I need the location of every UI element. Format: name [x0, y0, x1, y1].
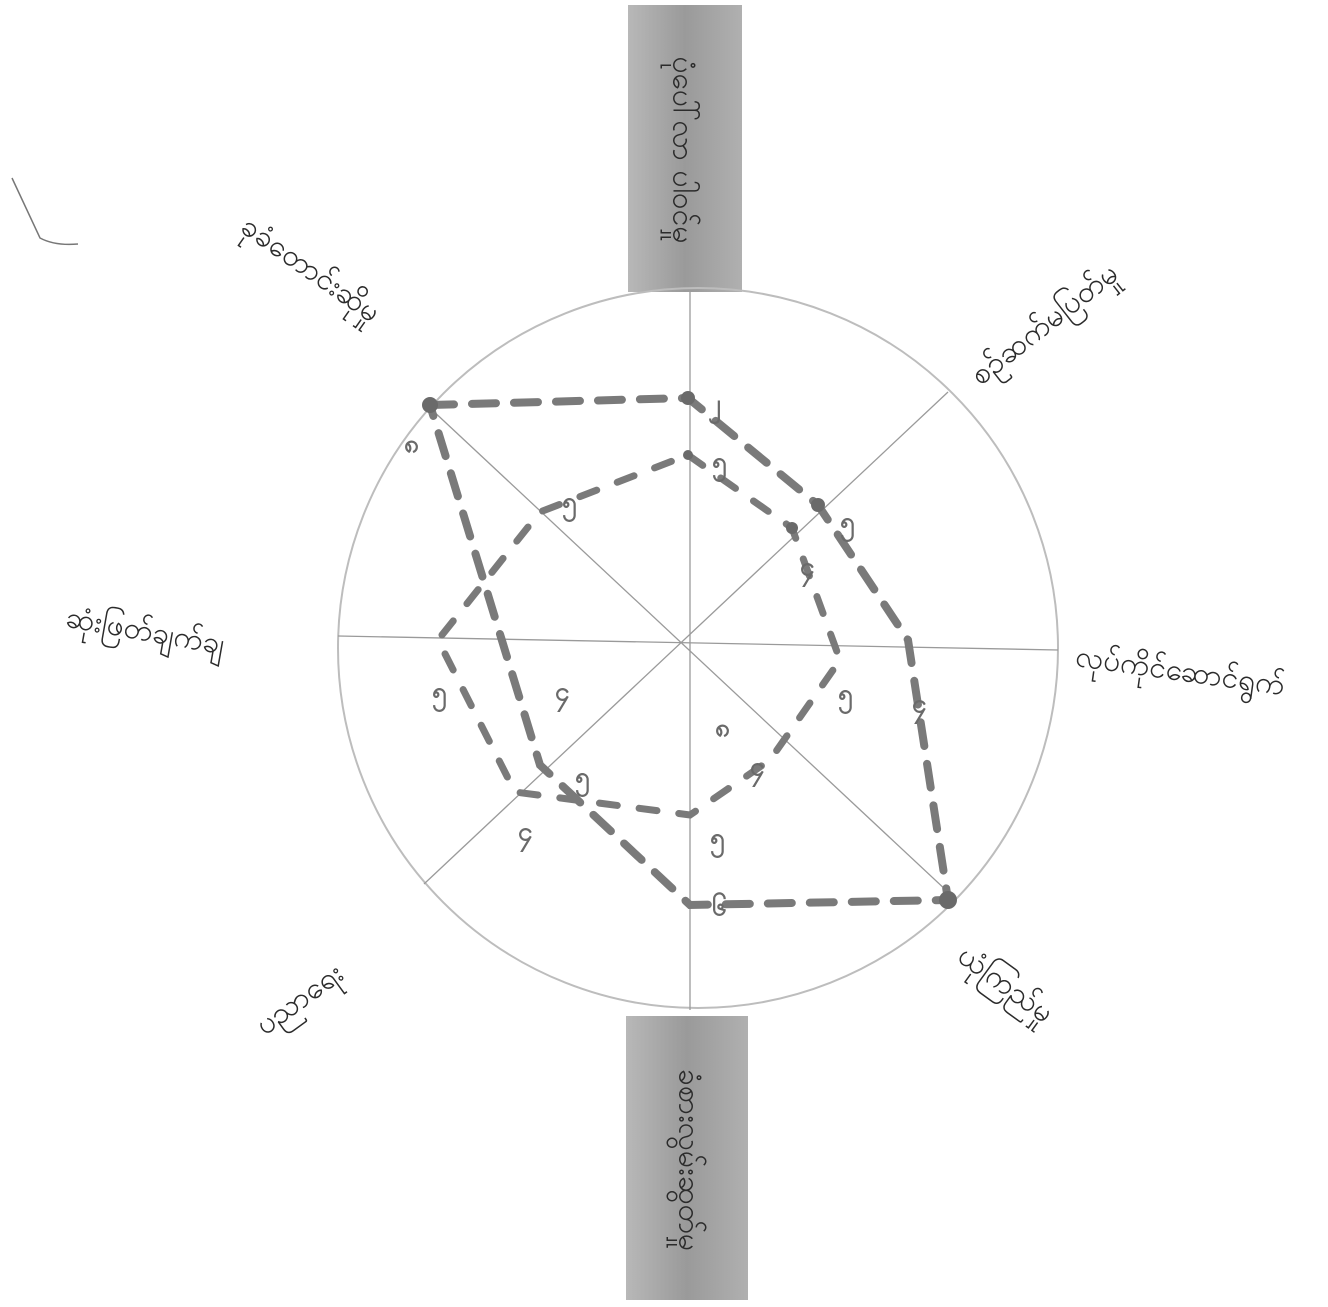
- vertex-marker: [681, 391, 695, 405]
- vertex-marker: [786, 522, 798, 534]
- top-band-label: ပုံပေါ်လာ ပါဝင်မှု: [660, 57, 702, 244]
- outer-point-label: ၈: [404, 429, 419, 459]
- inner-point-label: ၅: [838, 679, 853, 715]
- vertex-marker: [939, 891, 957, 909]
- bottom-band-label: ခံစားလွမ်းဆွတ်မှု: [666, 1069, 707, 1251]
- outer-point-label: ၄: [518, 817, 533, 853]
- axis-label-se: ယုံကြည်မှု: [947, 936, 1061, 1035]
- vertex-marker: [811, 498, 825, 512]
- axis-label-ne: စဉ်ဆက်မပြတ်မှု: [962, 254, 1128, 397]
- outer-point-label: ၄: [555, 677, 570, 713]
- inner-point-labels: ၅ ၅ ၅ ၅ ၅ ၅ ၄ ၄: [432, 447, 853, 859]
- vertex-marker: [683, 450, 693, 460]
- outer-point-labels: ၈ ၈ ၅ ၂ ၄ ၄ ၆ ၄: [404, 389, 927, 922]
- axis-horizontal: [338, 636, 1058, 650]
- axis-label-sw: ပညာရေး: [249, 956, 354, 1048]
- vertex-marker: [422, 397, 438, 413]
- axis-label-e: လုပ်ကိုင်ဆောင်ရွက်: [1072, 639, 1287, 709]
- stray-mark: [12, 178, 78, 244]
- outer-dashed-polygon: [430, 398, 948, 905]
- inner-point-label: ၅: [432, 677, 447, 713]
- inner-point-label: ၄: [800, 552, 815, 588]
- inner-point-label: ၄: [750, 752, 765, 788]
- outer-point-label: ၆: [712, 890, 727, 922]
- inner-point-label: ၅: [575, 762, 590, 798]
- axis-label-nw: ခုခံတောင်းဆိုမှု: [231, 208, 387, 334]
- outer-point-label: ၈: [715, 713, 730, 743]
- axis-label-w: ဆုံးဖြတ်ချက်ချ: [62, 598, 228, 668]
- inner-point-label: ၅: [562, 487, 577, 523]
- inner-point-label: ၅: [710, 823, 725, 859]
